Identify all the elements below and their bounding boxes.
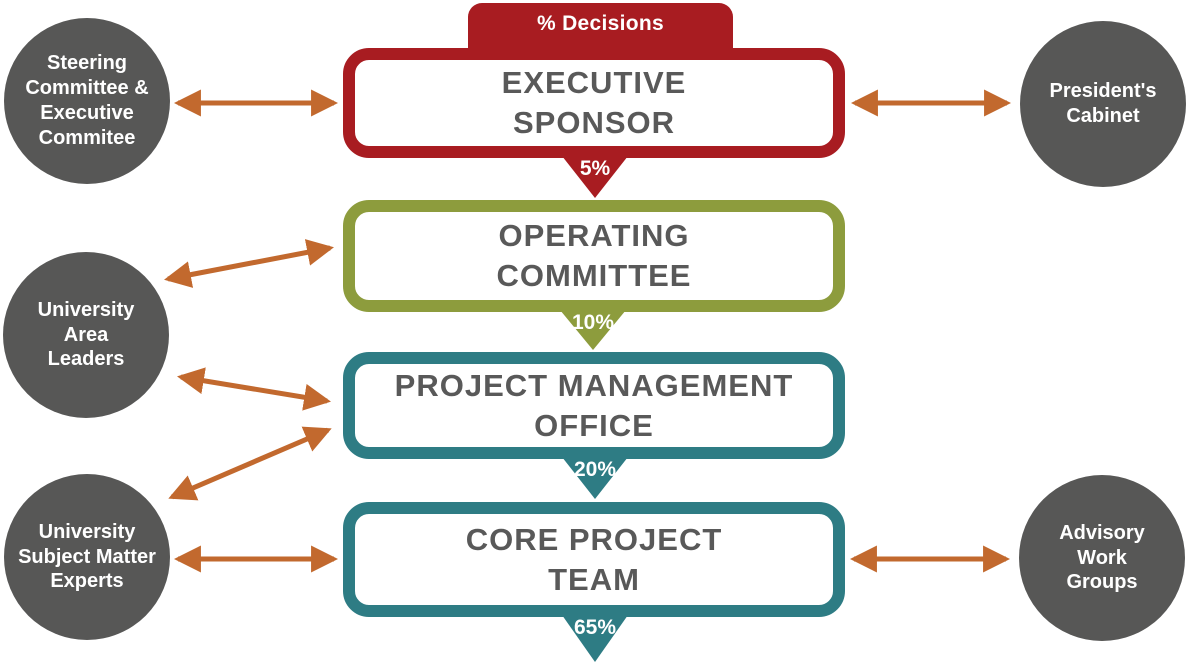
circle-presidents-cabinet-line1: President's: [1049, 80, 1157, 103]
circle-presidents-cabinet: President's Cabinet: [1020, 21, 1186, 187]
box-pmo-line2: OFFICE: [534, 407, 654, 443]
arrow-down-operating-committee: [560, 310, 626, 350]
percent-operating-committee: 10%: [571, 311, 615, 334]
arrow-area-leaders-to-pmo: [177, 367, 331, 411]
box-core-project-team: CORE PROJECT TEAM: [343, 502, 845, 617]
circle-sme-line3: Experts: [50, 570, 124, 593]
circle-steering-committee-line4: Commitee: [38, 126, 136, 149]
arrow-down-core-project-team: [562, 615, 628, 662]
circle-area-leaders-line1: University: [37, 298, 135, 321]
box-operating-committee: OPERATING COMMITTEE: [343, 200, 845, 312]
circle-advisory-line3: Groups: [1066, 571, 1138, 594]
circle-area-leaders-line2: Area: [63, 323, 109, 346]
box-executive-sponsor-line1: EXECUTIVE: [501, 65, 687, 101]
box-executive-sponsor: EXECUTIVE SPONSOR: [343, 48, 845, 158]
box-pmo-line1: PROJECT MANAGEMENT: [394, 367, 794, 403]
percent-core-project-team: 65%: [573, 616, 617, 639]
circle-steering-committee: Steering Committee & Executive Commitee: [4, 18, 170, 184]
arrow-sme-to-pmo: [168, 426, 332, 501]
circle-advisory-line1: Advisory: [1059, 521, 1145, 544]
box-project-management-office: PROJECT MANAGEMENT OFFICE: [343, 352, 845, 459]
arrow-down-executive-sponsor: [562, 156, 628, 198]
circle-university-subject-matter-experts: University Subject Matter Experts: [4, 474, 170, 640]
box-operating-committee-line2: COMMITTEE: [496, 258, 692, 293]
percent-pmo: 20%: [573, 458, 617, 481]
box-core-project-team-line2: TEAM: [548, 561, 640, 597]
circle-steering-committee-line3: Executive: [40, 102, 134, 124]
circle-university-area-leaders: University Area Leaders: [3, 252, 169, 418]
box-core-project-team-line1: CORE PROJECT: [465, 521, 723, 557]
circle-presidents-cabinet-line2: Cabinet: [1066, 105, 1140, 127]
percent-executive-sponsor: 5%: [579, 157, 611, 180]
box-operating-committee-line1: OPERATING: [498, 218, 690, 254]
circle-sme-line1: University: [38, 520, 136, 543]
circle-steering-committee-line2: Committee &: [25, 77, 149, 100]
circle-area-leaders-line3: Leaders: [47, 348, 125, 371]
circle-steering-committee-line1: Steering: [46, 52, 128, 75]
percent-decisions-label: % Decisions: [536, 12, 664, 35]
arrow-down-pmo: [562, 457, 628, 499]
circle-sme-line2: Subject Matter: [18, 545, 156, 568]
arrow-area-leaders-to-operating-committee: [164, 239, 334, 288]
circle-advisory-line2: Work: [1077, 546, 1127, 569]
box-executive-sponsor-line2: SPONSOR: [512, 105, 676, 140]
circle-advisory-work-groups: Advisory Work Groups: [1019, 475, 1185, 641]
